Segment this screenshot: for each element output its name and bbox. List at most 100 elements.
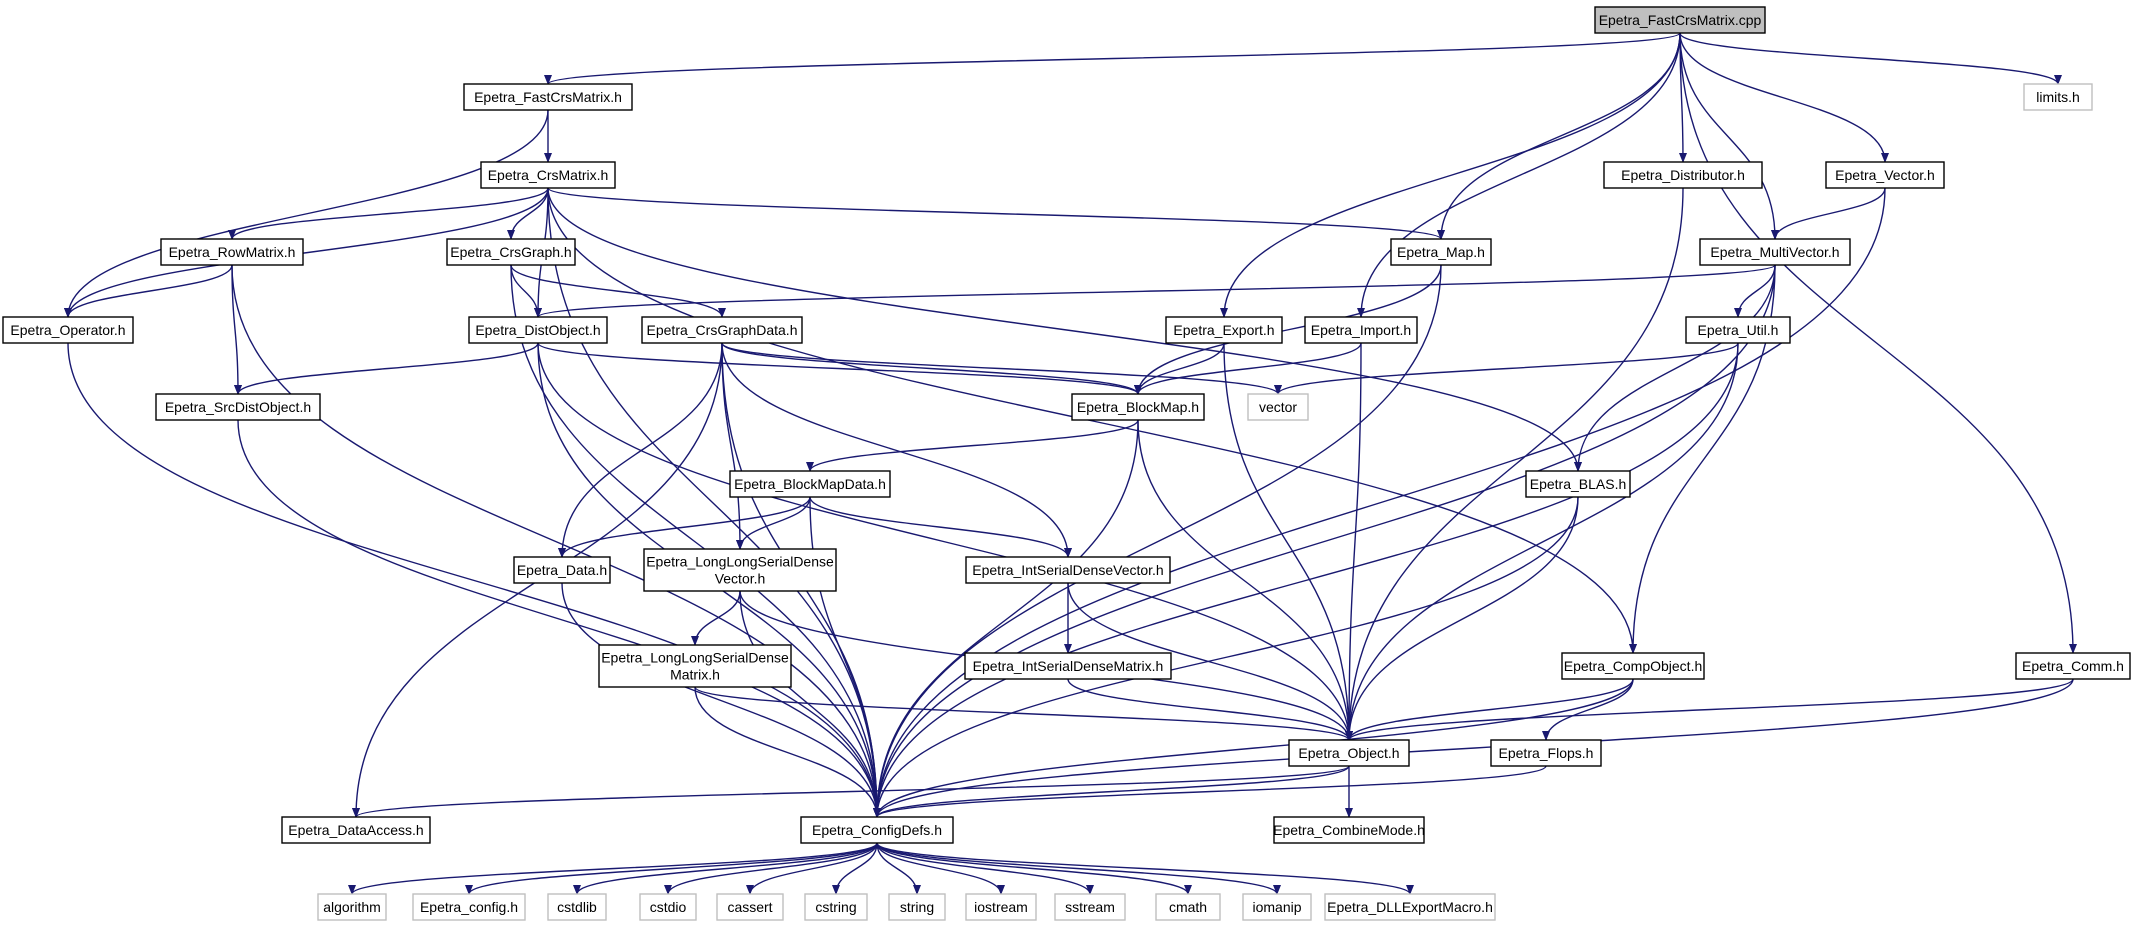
node-map[interactable]: Epetra_Map.h — [1390, 238, 1492, 266]
include-edge — [1220, 32, 1681, 318]
include-edge — [1345, 678, 2074, 741]
include-edge — [510, 264, 881, 818]
node-operator[interactable]: Epetra_Operator.h — [2, 316, 134, 344]
node-iomanip: iomanip — [1242, 893, 1312, 921]
node-object[interactable]: Epetra_Object.h — [1288, 739, 1410, 767]
node-label: Epetra_Vector.h — [1835, 167, 1935, 183]
include-edge — [873, 765, 1547, 818]
node-box — [468, 316, 608, 344]
node-box — [643, 548, 837, 592]
node-box — [1071, 393, 1205, 421]
node-root[interactable]: Epetra_FastCrsMatrix.cpp — [1594, 6, 1766, 34]
node-algorithm: algorithm — [317, 893, 387, 921]
node-cstdio: cstdio — [639, 893, 697, 921]
node-distributor[interactable]: Epetra_Distributor.h — [1603, 161, 1763, 189]
node-compobject[interactable]: Epetra_CompObject.h — [1561, 652, 1705, 680]
node-label: Epetra_Operator.h — [10, 322, 125, 338]
include-edge — [1137, 419, 1353, 741]
include-edge — [873, 678, 1634, 818]
include-edge — [876, 842, 1005, 895]
node-import[interactable]: Epetra_Import.h — [1304, 316, 1418, 344]
include-edge — [809, 496, 1072, 558]
node-label: Epetra_DataAccess.h — [288, 822, 423, 838]
node-label: Epetra_CrsGraphData.h — [647, 322, 798, 338]
include-edge — [876, 842, 1414, 895]
include-edge — [1223, 342, 1353, 741]
node-box — [513, 556, 611, 584]
node-dataaccess[interactable]: Epetra_DataAccess.h — [281, 816, 431, 844]
node-blockmapdata[interactable]: Epetra_BlockMapData.h — [729, 470, 891, 498]
include-edge — [228, 187, 549, 240]
include-edge — [1067, 678, 1353, 741]
include-edge — [1345, 496, 1579, 741]
node-blockmap[interactable]: Epetra_BlockMap.h — [1071, 393, 1205, 421]
node-label: Epetra_DLLExportMacro.h — [1327, 899, 1493, 915]
node-box — [804, 893, 868, 921]
include-edge — [1771, 187, 1886, 240]
include-edge — [873, 342, 1739, 818]
node-label: Epetra_config.h — [420, 899, 518, 915]
node-box — [155, 393, 321, 421]
node-box — [281, 816, 431, 844]
include-edge — [573, 842, 878, 895]
include-edge — [561, 582, 881, 818]
node-flops[interactable]: Epetra_Flops.h — [1490, 739, 1602, 767]
include-edge — [1679, 32, 2062, 85]
node-label: Epetra_Export.h — [1173, 322, 1274, 338]
node-box — [2015, 652, 2131, 680]
node-rowmatrix[interactable]: Epetra_RowMatrix.h — [160, 238, 304, 266]
node-blas[interactable]: Epetra_BLAS.h — [1525, 470, 1631, 498]
node-label: Vector.h — [715, 571, 766, 587]
node-fastcrs-h[interactable]: Epetra_FastCrsMatrix.h — [463, 83, 633, 111]
node-label: Epetra_SrcDistObject.h — [165, 399, 311, 415]
node-crsmatrix[interactable]: Epetra_CrsMatrix.h — [480, 161, 616, 189]
include-edge — [1345, 342, 1362, 741]
include-edge — [873, 419, 1139, 818]
node-label: Epetra_CompObject.h — [1564, 658, 1703, 674]
node-cassert: cassert — [716, 893, 784, 921]
include-edge — [1679, 32, 2077, 654]
node-label: cstring — [815, 899, 856, 915]
include-edge — [806, 419, 1139, 472]
node-box — [1324, 893, 1496, 921]
node-configdefs[interactable]: Epetra_ConfigDefs.h — [800, 816, 954, 844]
node-dllexport: Epetra_DLLExportMacro.h — [1324, 893, 1496, 921]
include-edge — [547, 187, 1445, 240]
node-comm[interactable]: Epetra_Comm.h — [2015, 652, 2131, 680]
node-multivector[interactable]: Epetra_MultiVector.h — [1699, 238, 1851, 266]
include-edge — [694, 686, 1353, 741]
node-vector-h[interactable]: Epetra_Vector.h — [1825, 161, 1945, 189]
node-export[interactable]: Epetra_Export.h — [1165, 316, 1283, 344]
node-isdv[interactable]: Epetra_IntSerialDenseVector.h — [965, 556, 1171, 584]
node-crsgraphdata[interactable]: Epetra_CrsGraphData.h — [641, 316, 803, 344]
edge-layer — [64, 32, 2077, 895]
node-crsgraph[interactable]: Epetra_CrsGraph.h — [446, 238, 576, 266]
include-edge — [832, 842, 878, 895]
node-isdm[interactable]: Epetra_IntSerialDenseMatrix.h — [964, 652, 1172, 680]
node-box — [1699, 238, 1851, 266]
include-edge — [1134, 264, 1442, 395]
node-box — [641, 316, 803, 344]
node-cmath: cmath — [1155, 893, 1221, 921]
node-combinemode[interactable]: Epetra_CombineMode.h — [1273, 816, 1425, 844]
include-edge — [1345, 342, 1739, 741]
node-data[interactable]: Epetra_Data.h — [513, 556, 611, 584]
include-edge — [234, 342, 539, 395]
node-label: Epetra_IntSerialDenseVector.h — [972, 562, 1163, 578]
node-distobject[interactable]: Epetra_DistObject.h — [468, 316, 608, 344]
node-label: iomanip — [1252, 899, 1301, 915]
node-label: algorithm — [323, 899, 381, 915]
node-vector-ext: vector — [1247, 393, 1309, 421]
node-label: cstdlib — [557, 899, 597, 915]
node-label: Epetra_RowMatrix.h — [169, 244, 296, 260]
node-box — [1155, 893, 1221, 921]
node-srcdistobject[interactable]: Epetra_SrcDistObject.h — [155, 393, 321, 421]
node-util[interactable]: Epetra_Util.h — [1685, 316, 1791, 344]
node-cstdlib: cstdlib — [547, 893, 607, 921]
include-edge — [721, 342, 1142, 395]
node-box — [964, 652, 1172, 680]
node-box — [1825, 161, 1945, 189]
node-box — [965, 556, 1171, 584]
